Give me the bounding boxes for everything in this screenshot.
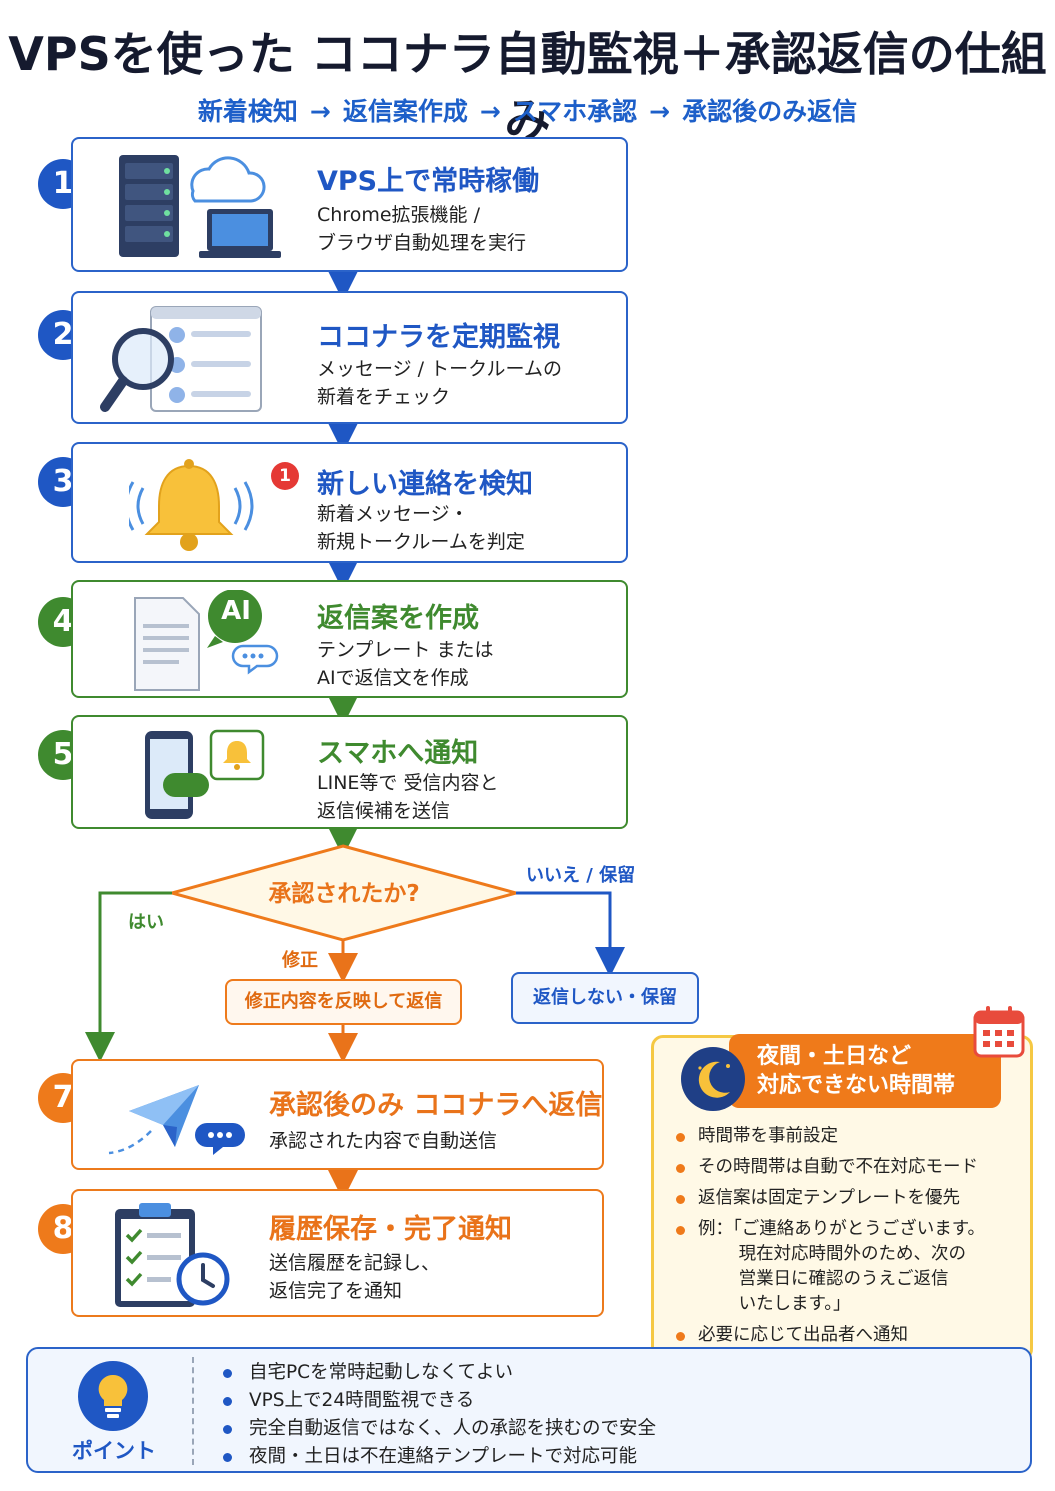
step-desc-line: ブラウザ自動処理を実行 [317, 232, 527, 254]
point-list: 自宅PCを常時起動しなくてよい VPS上で24時間監視できる 完全自動返信ではな… [223, 1359, 656, 1471]
ai-label: AI [221, 596, 251, 626]
step-description: メッセージ / トークルームの 新着をチェック [317, 355, 562, 411]
arrow-icon: → [309, 97, 331, 126]
list-item: 自宅PCを常時起動しなくてよい [223, 1359, 656, 1387]
step-description: LINE等で 受信内容と 返信候補を送信 [317, 769, 498, 825]
list-item: 時間帯を事前設定 [676, 1124, 985, 1149]
no-label: いいえ / 保留 [526, 865, 636, 886]
summary-item: スマホ承認 [512, 97, 638, 126]
step-desc-line: 送信履歴を記録し、 [269, 1252, 441, 1274]
magnifier-list-icon [100, 306, 262, 412]
step-desc-line: メッセージ / トークルームの [317, 358, 562, 380]
smartphone-bell-icon [145, 729, 265, 819]
lightbulb-icon [78, 1361, 148, 1431]
moon-icon [681, 1047, 745, 1111]
step-desc-line: LINE等で 受信内容と [317, 772, 499, 794]
yes-label: はい [128, 912, 164, 933]
off-hours-title-line: 夜間・土日など [757, 1044, 912, 1069]
no-reply-box: 返信しない・保留 [511, 972, 699, 1024]
step-description: 送信履歴を記録し、 返信完了を通知 [269, 1249, 440, 1305]
list-item: 必要に応じて出品者へ通知 [676, 1323, 985, 1348]
paper-plane-icon [108, 1085, 245, 1155]
step-desc-line: AIで返信文を作成 [317, 667, 469, 689]
step-title: 新しい連絡を検知 [317, 469, 533, 500]
list-item: その時間帯は自動で不在対応モード [676, 1155, 985, 1180]
step-5-box: スマホへ通知 LINE等で 受信内容と 返信候補を送信 [71, 715, 628, 829]
list-item: 例：「ご連絡ありがとうございます。 現在対応時間外のため、次の 営業日に確認のう… [676, 1217, 985, 1317]
decision-question: 承認されたか? [268, 881, 420, 907]
step-4-box: AI 返信案を作成 テンプレート または AIで返信文を作成 [71, 580, 628, 698]
document-ai-icon [134, 590, 279, 691]
divider [192, 1357, 194, 1465]
modify-label: 修正 [282, 950, 318, 971]
off-hours-title-line: 対応できない時間帯 [757, 1073, 956, 1098]
step-7-box: 承認後のみ ココナラへ返信 承認された内容で自動送信 [71, 1059, 604, 1170]
calendar-icon [973, 1006, 1025, 1058]
off-hours-title: 夜間・土日など 対応できない時間帯 [729, 1034, 1001, 1108]
step-title: VPS上で常時稼働 [317, 166, 540, 197]
server-cloud-laptop-icon [119, 155, 281, 258]
step-1-box: VPS上で常時稼働 Chrome拡張機能 / ブラウザ自動処理を実行 [71, 137, 628, 272]
list-item: 夜間・土日は不在連絡テンプレートで対応可能 [223, 1443, 656, 1471]
step-8-box: 履歴保存・完了通知 送信履歴を記録し、 返信完了を通知 [71, 1189, 604, 1317]
step-desc-line: 承認された内容で自動送信 [269, 1130, 498, 1152]
step-desc-line: テンプレート または [317, 639, 494, 661]
list-item: 返信案は固定テンプレートを優先 [676, 1186, 985, 1211]
step-title: スマホへ通知 [317, 738, 479, 769]
point-panel: ポイント 自宅PCを常時起動しなくてよい VPS上で24時間監視できる 完全自動… [26, 1347, 1032, 1473]
step-desc-line: 返信完了を通知 [269, 1280, 403, 1302]
clipboard-clock-icon [115, 1203, 230, 1307]
step-desc-line: 新着をチェック [317, 386, 451, 408]
off-hours-panel: 夜間・土日など 対応できない時間帯 時間帯を事前設定 その時間帯は自動で不在対応… [651, 1006, 1033, 1361]
step-description: テンプレート または AIで返信文を作成 [317, 636, 493, 692]
step-desc-line: 返信候補を送信 [317, 800, 451, 822]
step-title: ココナラを定期監視 [317, 322, 560, 353]
list-item: VPS上で24時間監視できる [223, 1387, 656, 1415]
summary-item: 新着検知 [197, 97, 298, 126]
flow-summary: 新着検知 → 返信案作成 → スマホ承認 → 承認後のみ返信 [0, 92, 1055, 128]
summary-item: 承認後のみ返信 [682, 97, 858, 126]
arrow-icon: → [649, 97, 671, 126]
notification-badge: 1 [271, 462, 299, 490]
point-label: ポイント [72, 1439, 156, 1463]
bell-notification-icon [129, 459, 254, 551]
page-title: VPSを使った ココナラ自動監視＋承認返信の仕組み [8, 27, 1047, 147]
step-description: 新着メッセージ・ 新規トークルームを判定 [317, 500, 525, 556]
step-title: 返信案を作成 [317, 603, 479, 634]
step-title: 履歴保存・完了通知 [269, 1214, 512, 1245]
step-3-box: 1 新しい連絡を検知 新着メッセージ・ 新規トークルームを判定 [71, 442, 628, 563]
off-hours-list: 時間帯を事前設定 その時間帯は自動で不在対応モード 返信案は固定テンプレートを優… [676, 1124, 985, 1354]
step-desc-line: Chrome拡張機能 / [317, 204, 480, 226]
step-desc-line: 新着メッセージ・ [317, 503, 469, 525]
summary-item: 返信案作成 [342, 97, 468, 126]
step-description: Chrome拡張機能 / ブラウザ自動処理を実行 [317, 201, 526, 257]
list-item: 完全自動返信ではなく、人の承認を挟むので安全 [223, 1415, 656, 1443]
modify-reply-box: 修正内容を反映して返信 [225, 979, 462, 1025]
step-2-box: ココナラを定期監視 メッセージ / トークルームの 新着をチェック [71, 291, 628, 424]
step-desc-line: 新規トークルームを判定 [317, 531, 525, 553]
step-title: 承認後のみ ココナラへ返信 [269, 1090, 603, 1121]
step-description: 承認された内容で自動送信 [269, 1127, 497, 1155]
arrow-icon: → [479, 97, 501, 126]
